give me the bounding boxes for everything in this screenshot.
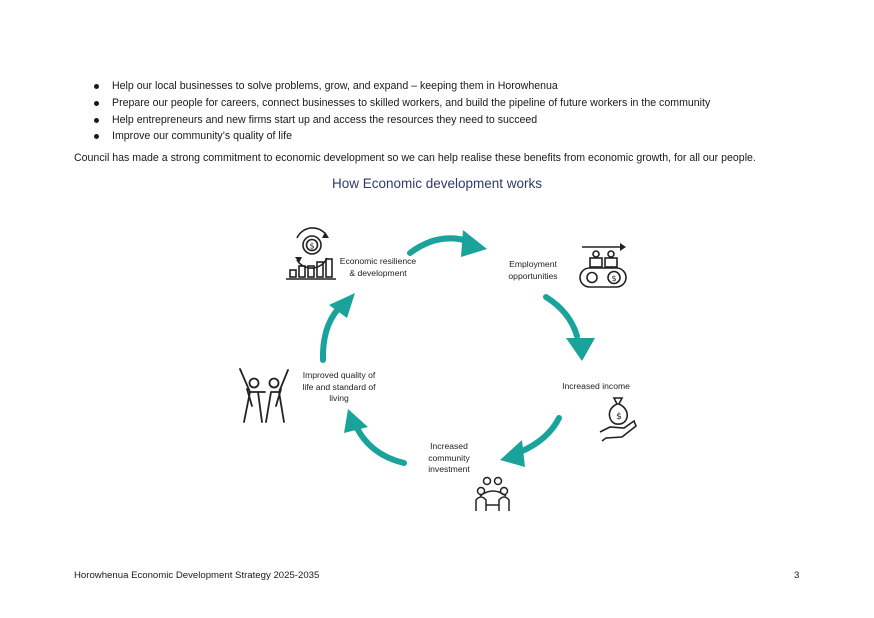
celebrating-people-icon	[239, 368, 289, 423]
bullet-item: Prepare our people for careers, connect …	[74, 95, 710, 112]
cycle-arrow-2	[543, 294, 595, 361]
bullet-text: Help our local businesses to solve probl…	[112, 80, 558, 92]
svg-text:$: $	[611, 274, 616, 283]
conveyor-workers-icon: $	[579, 243, 627, 288]
node-label: life and standard of	[302, 381, 376, 392]
node-label: Increased income	[562, 381, 630, 391]
node-resilience: Economic resilience & development	[330, 256, 426, 279]
node-employment: Employment opportunities	[490, 259, 576, 282]
bullet-item: Help entrepreneurs and new firms start u…	[74, 112, 710, 129]
bullet-item: Help our local businesses to solve probl…	[74, 78, 710, 95]
bullet-dot	[94, 84, 99, 89]
community-group-icon	[475, 476, 510, 511]
node-label: opportunities	[508, 270, 558, 281]
bullet-item: Improve our community’s quality of life	[74, 128, 710, 145]
svg-text:$: $	[616, 412, 622, 422]
bullet-dot	[94, 100, 99, 106]
footer-page-number: 3	[794, 570, 800, 581]
commitment-paragraph: Council has made a strong commitment to …	[74, 152, 756, 164]
gear-dollar-bar-chart-icon: $	[286, 227, 336, 280]
node-label: Economic resilience	[339, 256, 417, 266]
node-income: Increased income	[548, 381, 644, 393]
bullet-text: Improve our community’s quality of life	[112, 130, 292, 143]
bullet-text: Help entrepreneurs and new firms start u…	[112, 113, 538, 126]
cycle-arrow-4	[344, 409, 407, 466]
svg-text:$: $	[309, 242, 314, 251]
node-label: Increased	[430, 441, 468, 451]
node-label: & development	[349, 267, 407, 278]
node-label: Improved quality of	[302, 370, 376, 380]
footer-document-title: Horowhenua Economic Development Strategy…	[74, 570, 320, 581]
hand-money-bag-icon: $	[599, 397, 637, 442]
bullet-text: Prepare our people for careers, connect …	[112, 96, 711, 109]
cycle-arrow-3	[500, 415, 562, 467]
bullet-dot	[94, 134, 99, 140]
node-investment: Increased community investment	[414, 441, 484, 476]
diagram-title: How Economic development works	[331, 176, 543, 191]
node-label: investment	[428, 464, 470, 474]
node-quality: Improved quality of life and standard of…	[290, 370, 388, 405]
node-label: Employment	[509, 259, 557, 269]
node-label: community	[428, 452, 470, 463]
bullet-list: Help our local businesses to solve probl…	[74, 78, 710, 145]
bullet-dot	[94, 117, 99, 123]
cycle-arrow-1	[407, 230, 487, 257]
node-label: living	[329, 393, 349, 403]
cycle-arrow-5	[319, 293, 355, 363]
